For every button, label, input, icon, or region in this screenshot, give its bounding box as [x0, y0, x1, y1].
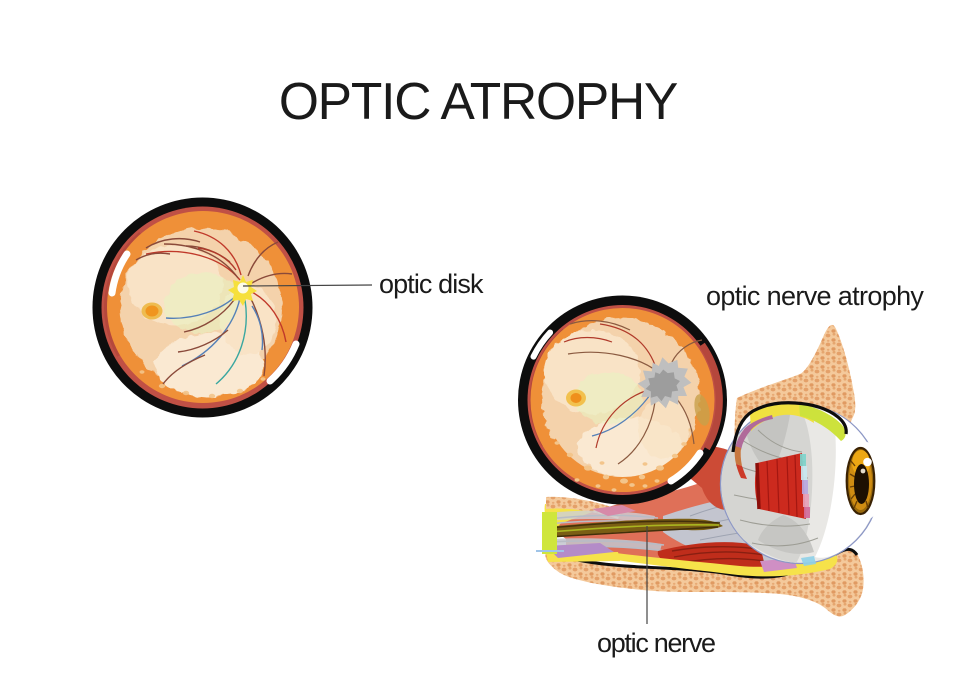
svg-text:optic nerve: optic nerve: [597, 628, 715, 658]
svg-text:optic disk: optic disk: [379, 269, 484, 299]
svg-text:OPTIC ATROPHY: OPTIC ATROPHY: [279, 72, 678, 130]
svg-text:optic nerve atrophy: optic nerve atrophy: [706, 281, 924, 311]
